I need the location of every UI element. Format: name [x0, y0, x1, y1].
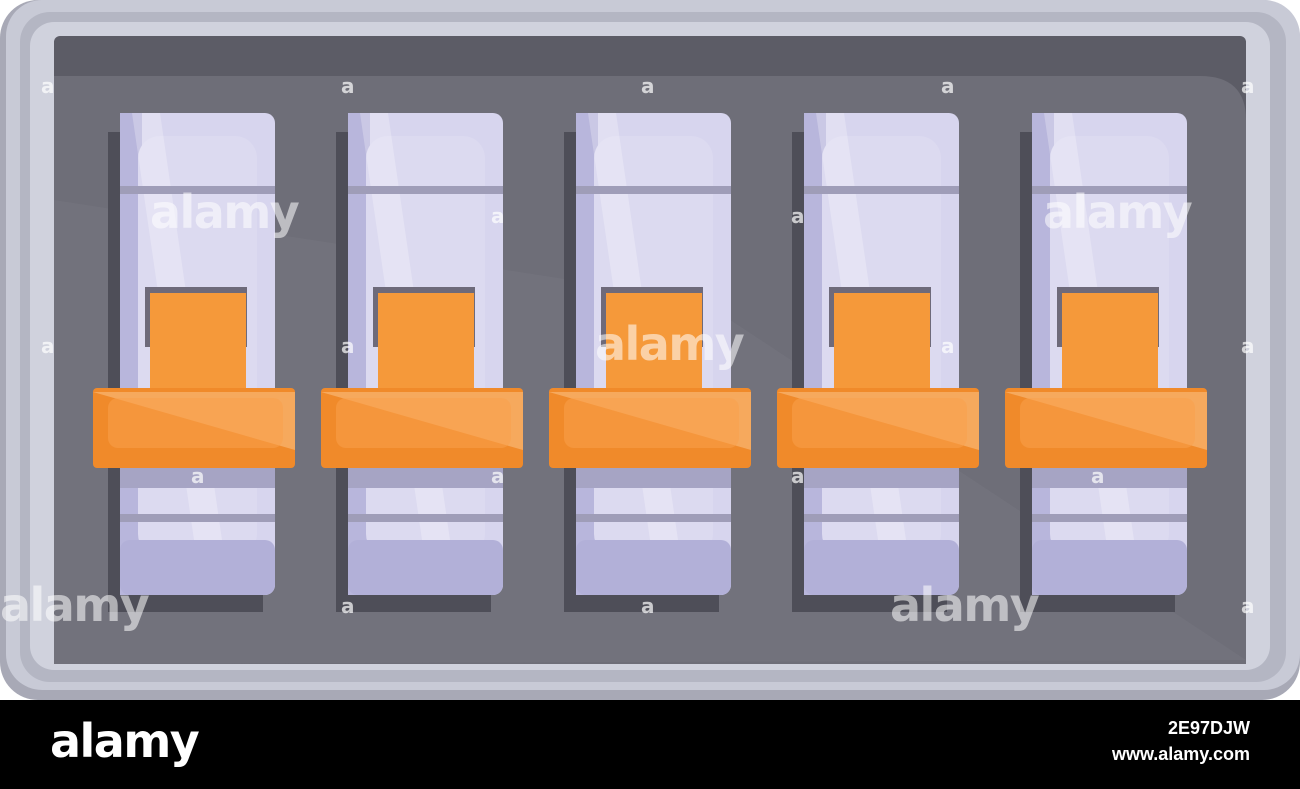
footer-site-url: www.alamy.com [1111, 744, 1250, 764]
switch-groove [348, 186, 503, 194]
switch-groove [1032, 514, 1187, 522]
watermark-mark: a [1241, 74, 1255, 98]
breaker-switch [549, 113, 751, 612]
breaker-switch [321, 113, 523, 612]
breaker-switch [777, 113, 979, 612]
watermark-mark: a [1091, 464, 1105, 488]
toggle-lever [834, 293, 930, 393]
switch-groove [804, 186, 959, 194]
stock-footer-bar: alamy 2E97DJW www.alamy.com [0, 700, 1300, 789]
watermark-mark: a [491, 204, 505, 228]
watermark-text: alamy [890, 578, 1040, 632]
switch-groove [804, 514, 959, 522]
breaker-switch [93, 113, 295, 612]
switch-groove [1032, 186, 1187, 194]
watermark-mark: a [341, 334, 355, 358]
watermark-mark: a [41, 334, 55, 358]
watermark-mark: a [1241, 334, 1255, 358]
watermark-text: alamy [0, 578, 150, 632]
watermark-mark: a [341, 594, 355, 618]
toggle-lever [606, 293, 702, 393]
watermark-mark: a [641, 74, 655, 98]
switch-groove [348, 514, 503, 522]
watermark-text: alamy [1043, 185, 1193, 239]
watermark-mark: a [41, 74, 55, 98]
footer-logo: alamy [50, 714, 200, 768]
breaker-switches [93, 113, 1207, 612]
footer-image-id: 2E97DJW [1167, 718, 1250, 738]
watermark-mark: a [341, 74, 355, 98]
watermark-mark: a [191, 464, 205, 488]
watermark-text: alamy [150, 185, 300, 239]
watermark-mark: a [1241, 594, 1255, 618]
watermark-mark: a [941, 334, 955, 358]
breaker-panel-illustration [0, 0, 1300, 700]
switch-groove [120, 514, 275, 522]
breaker-switch [1005, 113, 1207, 612]
switch-groove [120, 186, 275, 194]
watermark-mark: a [791, 464, 805, 488]
watermark-text: alamy [595, 317, 745, 371]
switch-groove [576, 514, 731, 522]
watermark-mark: a [641, 594, 655, 618]
watermark-mark: a [941, 74, 955, 98]
toggle-lever [150, 293, 246, 393]
watermark-mark: a [791, 204, 805, 228]
watermark-mark: a [491, 464, 505, 488]
toggle-lever [1062, 293, 1158, 393]
toggle-lever [378, 293, 474, 393]
switch-groove [576, 186, 731, 194]
